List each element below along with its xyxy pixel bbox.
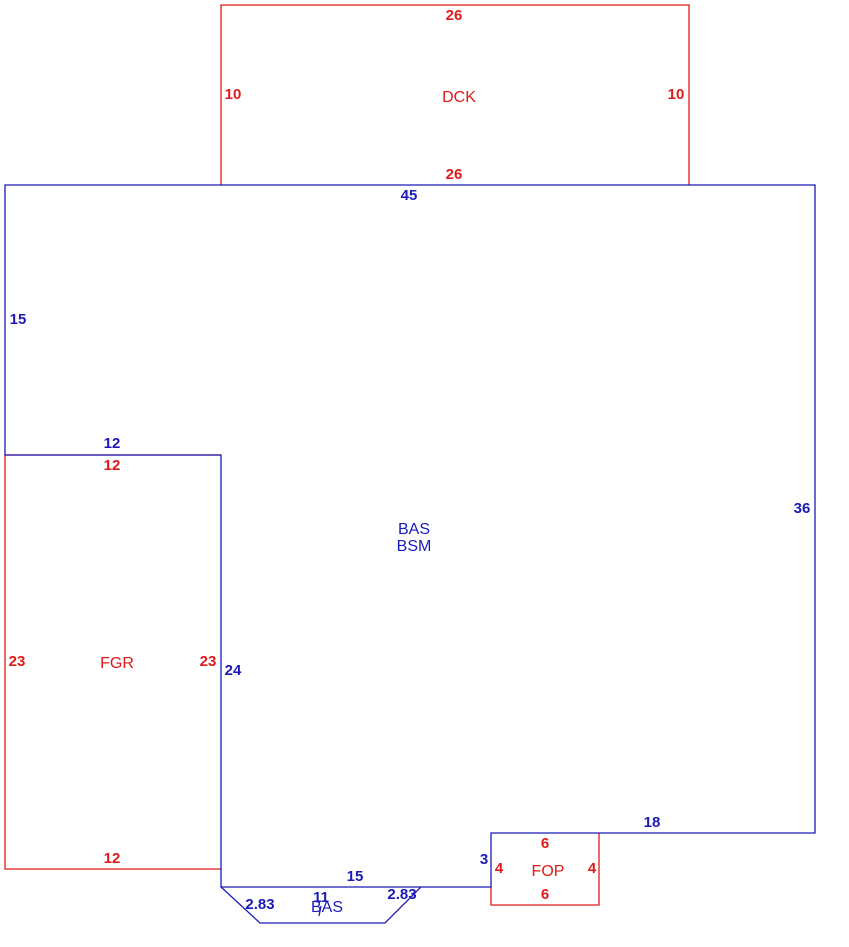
dim-deck-top: 26 — [446, 7, 463, 24]
area-label-fop: FOP — [532, 863, 565, 880]
dim-deck-right: 10 — [668, 86, 685, 103]
dim-porch-bottom: 6 — [541, 886, 549, 903]
dim-garage-right: 23 — [200, 653, 217, 670]
area-label-bsm: BSM — [397, 538, 432, 555]
dim-main-notch: 3 — [480, 851, 488, 868]
dim-main-right: 36 — [794, 500, 811, 517]
area-label-dck: DCK — [442, 89, 476, 106]
dim-deck-bottom: 26 — [446, 166, 463, 183]
dim-main-inner-left: 24 — [225, 662, 242, 679]
dim-bay-left: 2.83 — [245, 896, 274, 913]
dim-bay-right: 2.83 — [387, 886, 416, 903]
bay-window-outline — [220, 886, 422, 924]
area-label-bas: BAS — [398, 521, 430, 538]
dim-porch-left: 4 — [495, 860, 504, 877]
dim-garage-left: 23 — [9, 653, 26, 670]
dim-main-bottom: 15 — [347, 868, 364, 885]
dim-bay-front: 11 — [313, 889, 329, 906]
area-label-fgr: FGR — [100, 655, 134, 672]
main-house-outline — [4, 184, 816, 888]
bay-tick — [318, 905, 322, 917]
dim-porch-right: 4 — [588, 860, 597, 877]
dim-main-left: 15 — [10, 311, 27, 328]
dim-main-step: 12 — [104, 435, 121, 452]
dim-main-bottom-right: 18 — [644, 814, 661, 831]
dim-main-top: 45 — [401, 187, 418, 204]
dim-porch-top: 6 — [541, 835, 549, 852]
dim-garage-top: 12 — [104, 457, 121, 474]
deck-outline — [220, 4, 690, 185]
dim-deck-left: 10 — [225, 86, 242, 103]
porch-outline — [490, 833, 600, 906]
area-label-bay: BAS — [311, 899, 343, 916]
dim-garage-bottom: 12 — [104, 850, 121, 867]
